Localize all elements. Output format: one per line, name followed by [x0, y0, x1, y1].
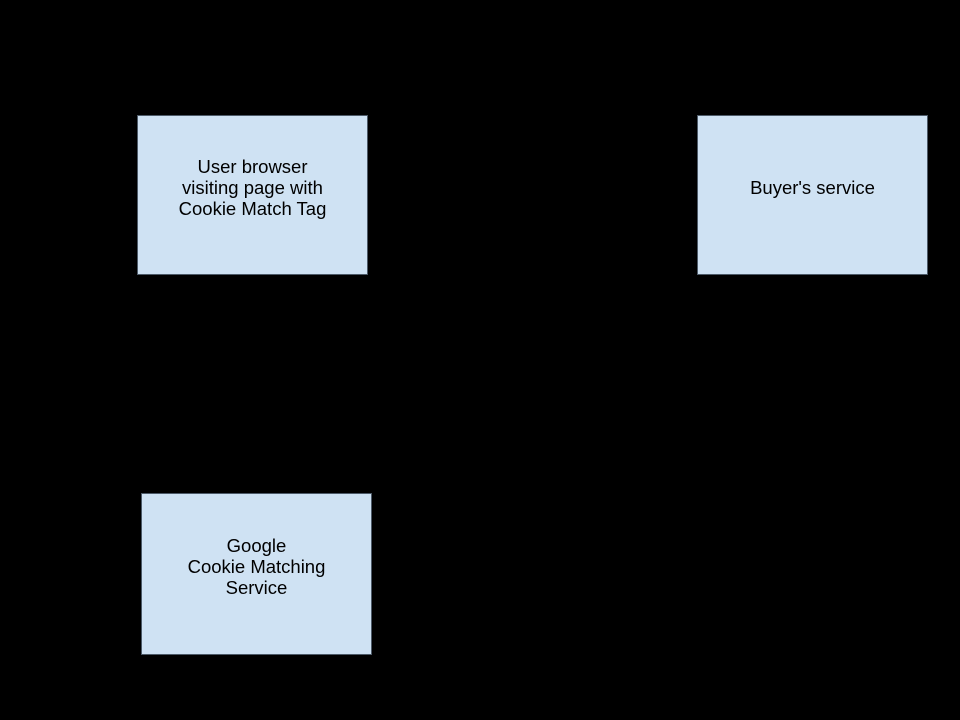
- node-google-cookie-matching-service-label: Google Cookie Matching Service: [187, 534, 326, 598]
- node-google-cookie-matching-service: Google Cookie Matching Service: [141, 493, 372, 655]
- node-buyers-service-label: Buyer's service: [750, 176, 875, 198]
- node-user-browser: User browser visiting page with Cookie M…: [137, 115, 368, 275]
- node-user-browser-label: User browser visiting page with Cookie M…: [178, 155, 327, 219]
- node-buyers-service: Buyer's service: [697, 115, 928, 275]
